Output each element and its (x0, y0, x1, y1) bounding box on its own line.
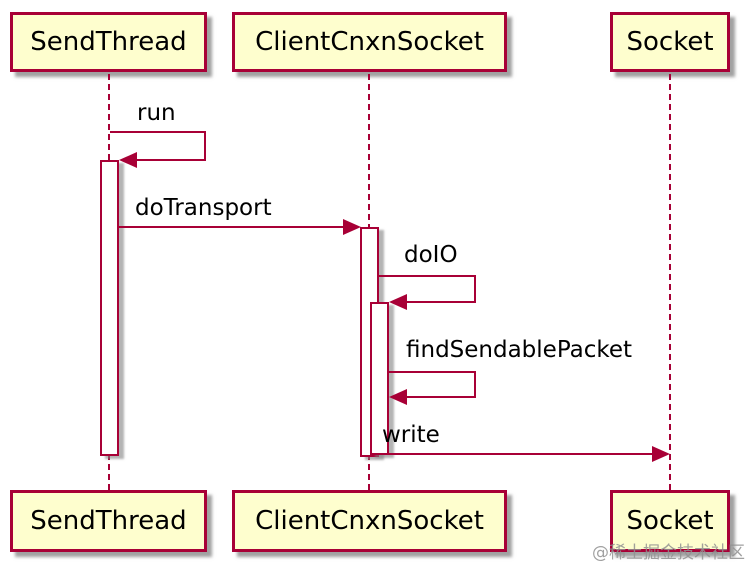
message-run-arrowhead-icon (119, 152, 137, 168)
activation-bar-clientcnxnsocket-nested (370, 302, 389, 455)
message-findsendablepacket-line (389, 371, 476, 373)
participant-label: Socket (626, 506, 714, 536)
participant-bottom-sendthread: SendThread (10, 490, 207, 552)
message-doio-arrowhead-icon (389, 294, 407, 310)
participant-bottom-clientcnxnsocket: ClientCnxnSocket (232, 490, 507, 552)
participant-label: SendThread (30, 27, 187, 57)
message-doio-line (404, 301, 476, 303)
message-doio-line (474, 275, 476, 303)
message-run-line (204, 131, 206, 161)
participant-top-socket: Socket (610, 12, 730, 72)
message-dotransport-line (119, 226, 346, 228)
participant-bottom-socket: Socket (610, 490, 730, 552)
message-findsendablepacket-arrowhead-icon (389, 389, 407, 405)
participant-top-clientcnxnsocket: ClientCnxnSocket (232, 12, 507, 72)
lifeline-socket (669, 74, 671, 490)
message-run-line (132, 159, 206, 161)
watermark-text: @稀土掘金技术社区 (592, 543, 745, 563)
message-doio-line (379, 275, 476, 277)
message-run-label: run (137, 100, 176, 126)
message-write-line (389, 453, 654, 455)
message-findsendablepacket-line (474, 371, 476, 398)
message-run-line (110, 131, 206, 133)
participant-top-sendthread: SendThread (10, 12, 207, 72)
message-doio-label: doIO (404, 242, 458, 268)
participant-label: SendThread (30, 506, 187, 536)
message-dotransport-arrowhead-icon (343, 219, 361, 235)
participant-label: ClientCnxnSocket (255, 27, 484, 57)
message-findsendablepacket-line (405, 396, 476, 398)
activation-bar-sendthread (100, 160, 119, 456)
participant-label: Socket (626, 27, 714, 57)
message-findsendablepacket-label: findSendablePacket (406, 337, 633, 363)
participant-label: ClientCnxnSocket (255, 506, 484, 536)
message-write-arrowhead-icon (652, 446, 670, 462)
message-write-label: write (382, 422, 440, 448)
message-dotransport-label: doTransport (135, 195, 272, 221)
